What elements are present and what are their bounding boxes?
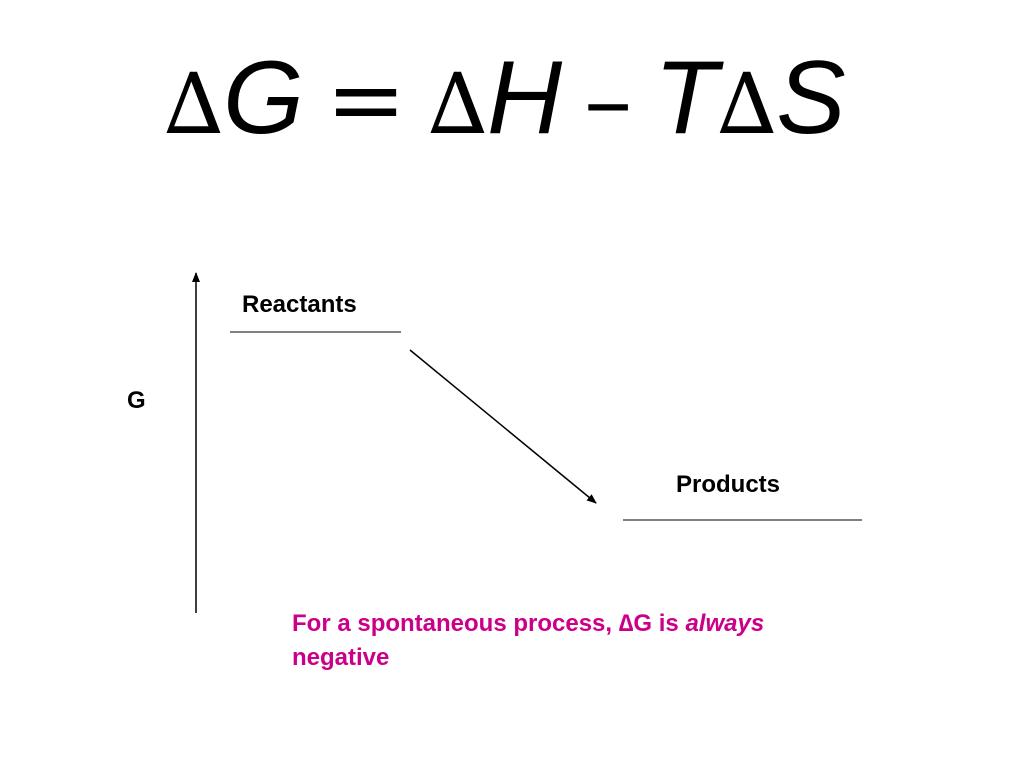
equation-var-g: G [222, 40, 304, 156]
delta-symbol: ∆ [428, 55, 487, 153]
equation-var-s: S [776, 40, 846, 156]
gibbs-equation: ∆G=∆H–T∆S [0, 38, 1010, 164]
equation-var-t: T [654, 40, 718, 156]
products-label: Products [676, 471, 781, 498]
note-emphasis: always [685, 610, 765, 637]
spontaneity-note: For a spontaneous process, ∆G is always n… [292, 607, 892, 675]
reaction-arrow [409, 349, 597, 504]
minus-sign: – [584, 44, 633, 156]
delta-symbol: ∆ [717, 55, 777, 153]
equation-var-h: H [486, 40, 563, 156]
g-axis-label: G [127, 387, 146, 414]
equals-sign: = [325, 44, 407, 156]
reactants-label: Reactants [242, 291, 357, 318]
note-text: For a spontaneous process, ∆G is [292, 610, 686, 637]
delta-symbol: ∆ [164, 55, 223, 153]
note-text-end: negative [292, 644, 390, 671]
